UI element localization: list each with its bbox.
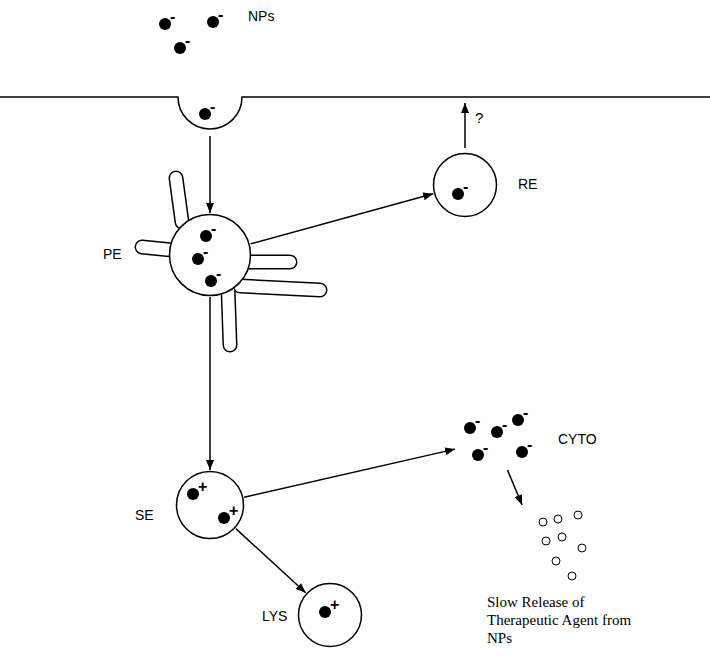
charge-sign: -	[475, 413, 480, 429]
nanoparticle	[491, 426, 503, 438]
charge-sign: -	[463, 179, 468, 195]
transport-arrow	[209, 136, 211, 213]
charge-sign: -	[216, 266, 221, 282]
charge-sign: +	[198, 479, 207, 495]
agent-molecule	[568, 572, 576, 580]
question-mark: ?	[475, 110, 483, 125]
compartment-label: SE	[135, 507, 154, 524]
nanoparticle	[159, 18, 171, 30]
nanoparticle	[192, 253, 204, 265]
agent-molecule	[574, 511, 582, 519]
nanoparticle	[174, 42, 186, 54]
recycling-arrow	[464, 103, 466, 148]
transport-arrow	[209, 297, 211, 470]
transport-arrow	[251, 194, 434, 244]
nanoparticle	[205, 275, 217, 287]
endosome-lumen	[169, 214, 251, 296]
agent-molecule	[554, 515, 562, 523]
agent-molecule	[542, 537, 550, 545]
charge-sign: -	[210, 99, 215, 115]
tubule-fill	[240, 286, 320, 290]
charge-sign: -	[527, 437, 532, 453]
nanoparticle	[218, 512, 230, 524]
tubule-fill	[228, 288, 230, 345]
lysosome: LYS	[297, 582, 363, 648]
charge-sign: -	[211, 221, 216, 237]
tubule-outline	[240, 286, 320, 290]
tubule-fill	[176, 178, 182, 222]
compartment-label: RE	[518, 176, 537, 193]
compartment-label: LYS	[262, 608, 287, 625]
compartment-membrane	[299, 584, 362, 647]
compartment-label: CYTO	[558, 431, 597, 448]
tubule-outline	[176, 178, 182, 222]
charge-sign: -	[185, 33, 190, 49]
transport-arrow	[508, 470, 523, 505]
agent-molecule	[578, 544, 586, 552]
nanoparticle	[512, 414, 524, 426]
charge-sign: -	[170, 9, 175, 25]
tubule-outline	[228, 288, 230, 345]
agent-molecule	[558, 533, 566, 541]
group-label: NPs	[248, 8, 274, 25]
transport-arrow	[236, 529, 306, 593]
cell-membrane	[0, 97, 710, 129]
compartment-membrane	[170, 215, 251, 296]
transport-arrow	[244, 449, 455, 497]
charge-sign: -	[218, 7, 223, 23]
agent-molecule	[539, 518, 547, 526]
charge-sign: -	[483, 440, 488, 456]
nanoparticle	[319, 606, 331, 618]
agent-molecule	[552, 557, 560, 565]
charge-sign: -	[502, 417, 507, 433]
released-agent	[539, 511, 586, 580]
compartment-membrane	[177, 472, 244, 539]
nanoparticle	[199, 108, 211, 120]
release-note: Slow Release of Therapeutic Agent from N…	[485, 505, 660, 651]
charge-sign: +	[229, 503, 238, 519]
nanoparticle	[187, 488, 199, 500]
charge-sign: +	[330, 597, 339, 613]
charge-sign: -	[203, 244, 208, 260]
compartment-outline	[297, 582, 363, 648]
nanoparticle	[472, 449, 484, 461]
nanoparticles	[159, 16, 528, 618]
nanoparticle	[452, 188, 464, 200]
compartment-label: PE	[103, 246, 122, 263]
primary-endosome: PE	[168, 213, 252, 297]
tubule-fill	[142, 247, 172, 250]
nanoparticle	[516, 446, 528, 458]
compartment-outline	[168, 213, 252, 297]
tubule-outline	[142, 247, 172, 250]
nanoparticle	[464, 422, 476, 434]
nanoparticle	[207, 16, 219, 28]
nanoparticle	[200, 230, 212, 242]
compartment-membrane	[434, 154, 497, 217]
endosome-tubules	[142, 178, 320, 345]
annotation-text: Slow Release of Therapeutic Agent from N…	[487, 593, 637, 647]
charge-sign: -	[523, 405, 528, 421]
